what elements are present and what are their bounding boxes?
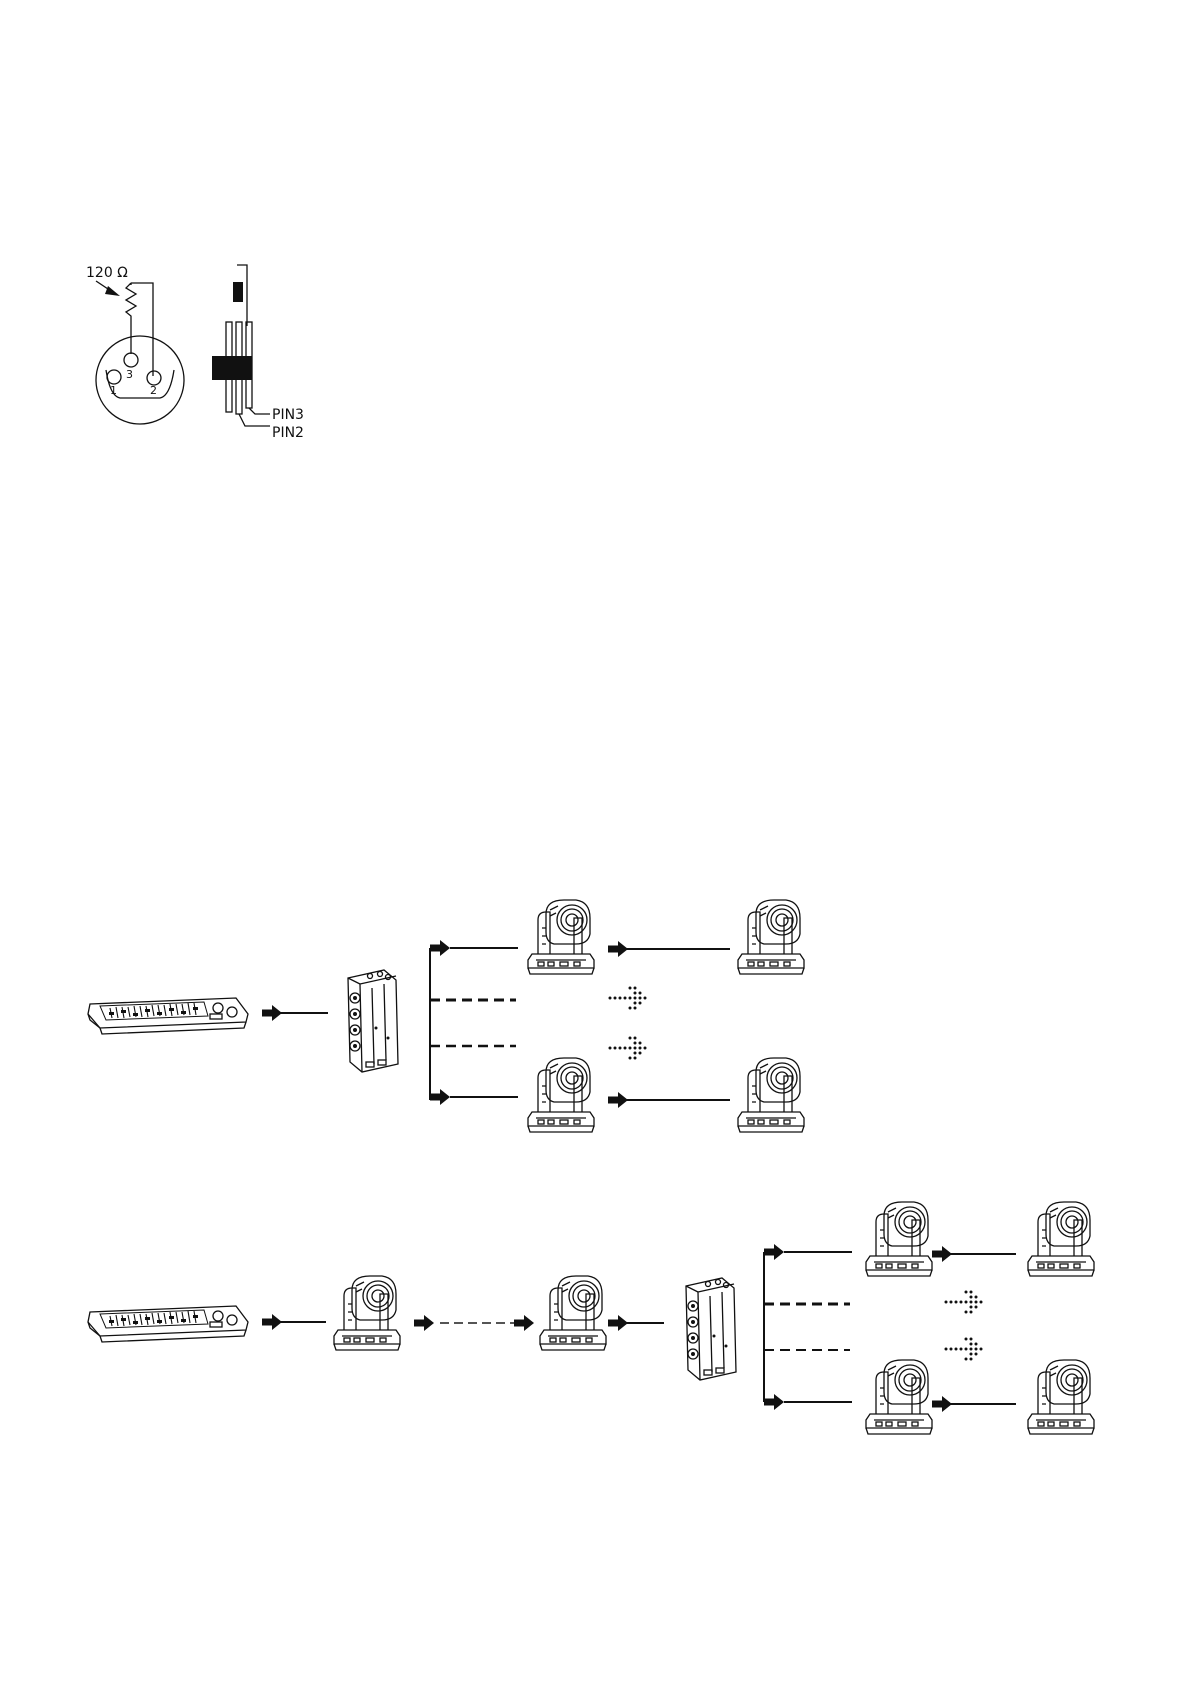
arrow-right-icon bbox=[262, 1314, 282, 1330]
xlr-terminator-diagram: 120 Ω 3 1 2 bbox=[86, 265, 184, 424]
moving-head-icon bbox=[334, 1276, 400, 1350]
resistor-body bbox=[233, 282, 243, 302]
pin-label-1: 1 bbox=[110, 384, 117, 397]
arrow-right-icon bbox=[414, 1315, 434, 1331]
moving-head-icon bbox=[738, 900, 804, 974]
dmx-controller-icon bbox=[88, 1306, 248, 1342]
dmx-controller-icon bbox=[88, 998, 248, 1034]
dotted-arrow-icon bbox=[609, 1037, 647, 1060]
moving-head-icon bbox=[1028, 1360, 1094, 1434]
dmx-splitter-icon bbox=[686, 1278, 736, 1380]
arrow-right-icon bbox=[764, 1394, 784, 1410]
resistance-label: 120 Ω bbox=[86, 265, 128, 281]
dotted-arrow-icon bbox=[609, 987, 647, 1010]
dmx-splitter-icon bbox=[348, 970, 398, 1072]
daisy-chain-splitter-diagram bbox=[88, 1202, 1094, 1434]
arrow-right-icon bbox=[932, 1246, 952, 1262]
moving-head-icon bbox=[866, 1360, 932, 1434]
terminator-wiring-detail: PIN3 PIN2 bbox=[212, 265, 304, 441]
arrow-right-icon bbox=[608, 1315, 628, 1331]
moving-head-icon bbox=[738, 1058, 804, 1132]
arrow-right-icon bbox=[430, 1089, 450, 1105]
resistor-symbol bbox=[126, 283, 136, 354]
arrow-right-icon bbox=[514, 1315, 534, 1331]
pin-label-2: 2 bbox=[150, 384, 157, 397]
arrow-right-icon bbox=[608, 1092, 628, 1108]
lead-label-pin3: PIN3 bbox=[272, 407, 304, 423]
pin-label-3: 3 bbox=[126, 368, 133, 381]
xlr-connector-icon bbox=[96, 336, 184, 424]
splitter-network-diagram bbox=[88, 900, 804, 1132]
arrow-right-icon bbox=[764, 1244, 784, 1260]
moving-head-icon bbox=[540, 1276, 606, 1350]
heat-shrink-sleeve bbox=[212, 356, 252, 380]
lead-label-pin2: PIN2 bbox=[272, 425, 304, 441]
arrow-right-icon bbox=[608, 941, 628, 957]
dotted-arrow-icon bbox=[945, 1291, 983, 1314]
moving-head-icon bbox=[866, 1202, 932, 1276]
moving-head-icon bbox=[1028, 1202, 1094, 1276]
arrow-right-icon bbox=[262, 1005, 282, 1021]
dotted-arrow-icon bbox=[945, 1338, 983, 1361]
moving-head-icon bbox=[528, 900, 594, 974]
arrow-right-icon bbox=[430, 940, 450, 956]
moving-head-icon bbox=[528, 1058, 594, 1132]
arrow-right-icon bbox=[932, 1396, 952, 1412]
